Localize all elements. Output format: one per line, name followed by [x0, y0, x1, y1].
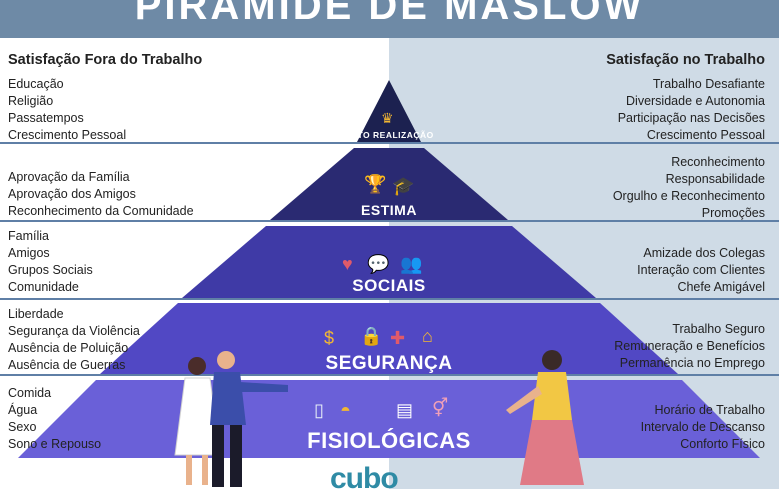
list-item: Crescimento Pessoal [646, 128, 765, 142]
list-item: Horário de Trabalho [654, 403, 765, 417]
list-item: Segurança da Violência [8, 324, 140, 338]
list-item: Intervalo de Descanso [640, 420, 765, 434]
graduation-cap-icon: 🎓 [392, 176, 415, 196]
right-group-seguranca: Trabalho Seguro Remuneração e Benefícios… [614, 321, 765, 372]
list-item: Orgulho e Reconhecimento [612, 189, 765, 203]
level-label-estima: ESTIMA [361, 202, 417, 218]
list-item: Aprovação da Família [8, 170, 130, 184]
list-item: Trabalho Desafiante [652, 77, 765, 91]
level-label-sociais: SOCIAIS [352, 276, 426, 295]
list-item: Comunidade [8, 280, 79, 294]
woman-right-figure [506, 350, 584, 485]
divider-4 [0, 374, 779, 376]
level-label-seguranca: SEGURANÇA [325, 353, 453, 374]
right-group-sociais: Amizade dos Colegas Interação com Client… [637, 245, 765, 296]
water-glass-icon: ▯ [314, 400, 324, 420]
list-item: Ausência de Guerras [8, 358, 126, 372]
bed-icon: ▤ [396, 400, 414, 420]
list-item: Comida [8, 386, 52, 400]
padlock-icon: 🔒 [360, 326, 383, 346]
level-label-fisiologicas: FISIOLÓGICAS [307, 428, 471, 453]
level-seguranca [100, 303, 678, 374]
level-label-auto-realizacao: AUTO REALIZAÇÃO [344, 130, 434, 140]
title-bar: PIRÂMIDE DE MASLOW [0, 0, 779, 38]
left-group-seguranca: Liberdade Segurança da Violência Ausênci… [8, 306, 140, 374]
right-column-heading: Satisfação no Trabalho [606, 52, 765, 68]
man-left-figure [210, 351, 288, 487]
list-item: Interação com Clientes [637, 263, 765, 277]
left-column-heading: Satisfação Fora do Trabalho [8, 52, 203, 68]
list-item: Sono e Repouso [8, 437, 102, 451]
list-item: Amigos [8, 246, 50, 260]
list-item: Sexo [8, 420, 37, 434]
taco-icon: ◓ [340, 400, 351, 420]
right-group-fisiologicas: Horário de Trabalho Intervalo de Descans… [641, 402, 765, 453]
divider-3 [0, 298, 779, 300]
list-item: Permanência no Emprego [619, 356, 765, 370]
list-item: Promoções [701, 206, 765, 220]
divider-2 [0, 220, 779, 222]
woman-left-figure [174, 357, 221, 485]
gender-icon: ⚥ [432, 398, 449, 418]
list-item: Conforto Físico [680, 437, 765, 451]
list-item: Trabalho Seguro [672, 322, 765, 336]
trophy-icon: 🏆 [364, 174, 387, 194]
people-icon: 👥 [400, 254, 423, 274]
list-item: Remuneração e Benefícios [614, 339, 765, 353]
list-item: Passatempos [8, 111, 84, 125]
level-estima [270, 148, 508, 220]
right-group-estima: Reconhecimento Responsabilidade Orgulho … [613, 154, 765, 222]
first-aid-icon: ✚ [390, 328, 406, 348]
list-item: Liberdade [8, 307, 64, 321]
coin-icon: $ [324, 328, 335, 348]
list-item: Água [8, 403, 38, 417]
list-item: Amizade dos Colegas [643, 246, 765, 260]
level-auto-realizacao [357, 80, 421, 142]
list-item: Responsabilidade [665, 172, 765, 186]
list-item: Ausência de Poluição [8, 341, 129, 355]
list-item: Educação [8, 77, 64, 91]
company-logo: cubo [330, 462, 399, 495]
page-title: PIRÂMIDE DE MASLOW [134, 0, 645, 28]
left-group-estima: Aprovação da Família Aprovação dos Amigo… [8, 169, 194, 220]
crown-icon: ♛ [381, 110, 394, 126]
house-icon: ⌂ [422, 326, 433, 346]
list-item: Chefe Amigável [677, 280, 765, 294]
hearts-icon: ♥ [342, 254, 353, 274]
left-group-sociais: Família Amigos Grupos Sociais Comunidade [8, 228, 93, 296]
list-item: Diversidade e Autonomia [626, 94, 765, 108]
list-item: Participação nas Decisões [617, 111, 765, 125]
divider-1 [0, 142, 779, 144]
right-group-auto-realizacao: Trabalho Desafiante Diversidade e Autono… [618, 76, 765, 144]
left-group-fisiologicas: Comida Água Sexo Sono e Repouso [8, 385, 101, 453]
list-item: Reconhecimento [671, 155, 765, 169]
chat-bubbles-icon: 💬 [367, 254, 390, 274]
list-item: Religião [8, 94, 54, 108]
list-item: Reconhecimento da Comunidade [8, 204, 194, 218]
list-item: Família [8, 229, 49, 243]
level-sociais [182, 226, 596, 298]
list-item: Aprovação dos Amigos [8, 187, 136, 201]
left-group-auto-realizacao: Educação Religião Passatempos Cresciment… [8, 76, 126, 144]
list-item: Grupos Sociais [8, 263, 93, 277]
list-item: Crescimento Pessoal [8, 128, 127, 142]
